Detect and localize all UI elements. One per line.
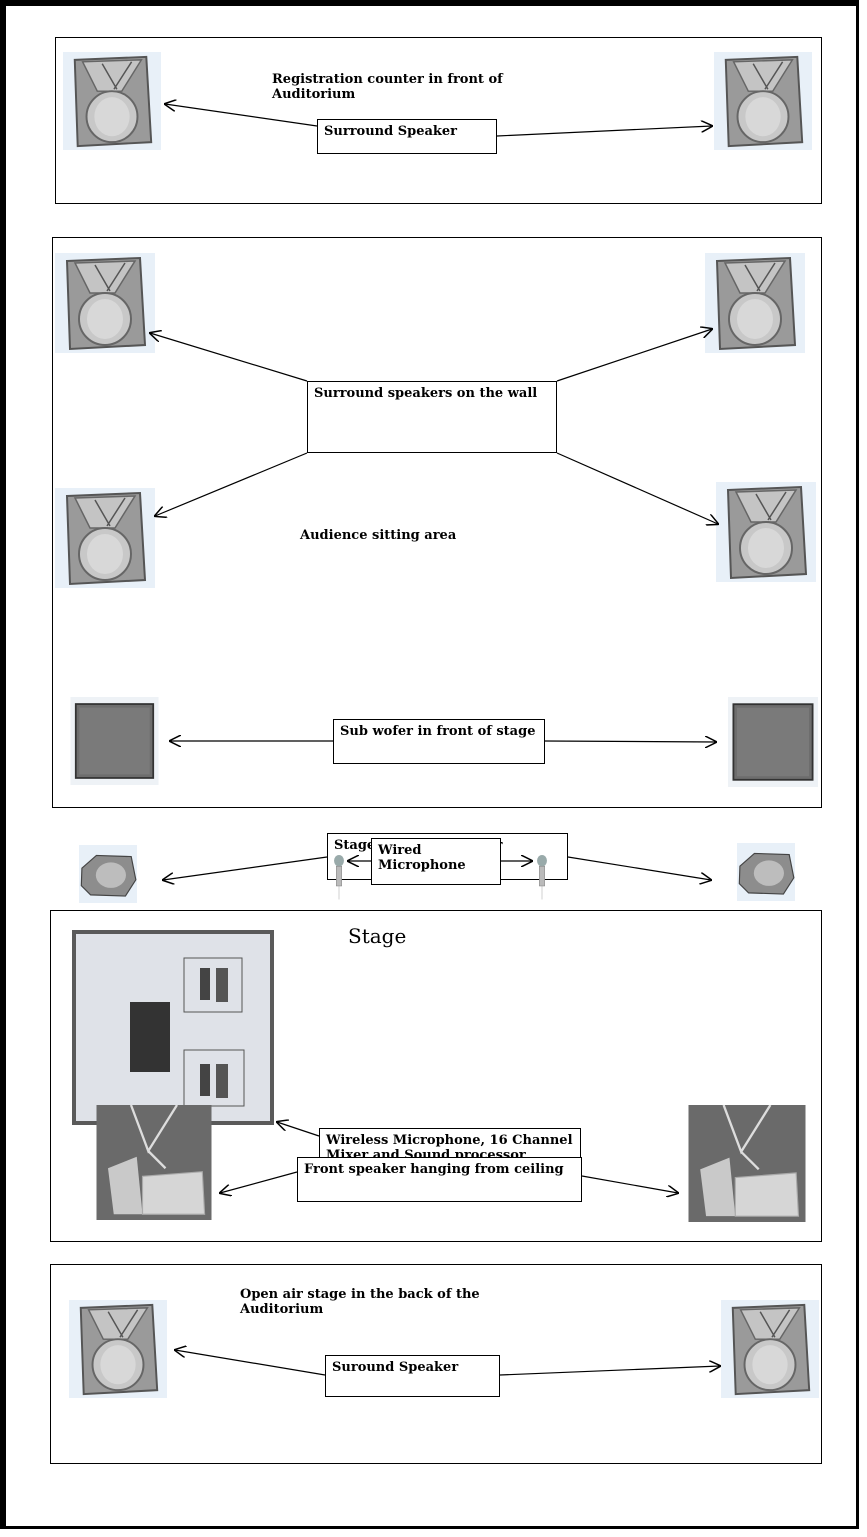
mixer-icon [72, 930, 274, 1125]
surround-speaker-icon [55, 253, 155, 353]
hanging-speaker-icon [677, 1105, 817, 1222]
subwoofer-box: Sub wofer in front of stage [333, 719, 545, 764]
surround-speaker-icon [716, 482, 816, 582]
wall-speaker-box: Surround speakers on the wall [307, 381, 557, 453]
stage-title: Stage [348, 924, 407, 948]
audience-area-label: Audience sitting area [300, 528, 457, 543]
subwoofer-icon [718, 697, 828, 787]
surround-speaker-icon [68, 1300, 168, 1398]
microphone-icon [533, 832, 551, 922]
stage-monitor-icon [53, 845, 163, 903]
stage-monitor-icon [711, 843, 821, 901]
wired-microphone-box: Wired Microphone [371, 838, 501, 885]
registration-title: Registration counter in front of Auditor… [272, 72, 503, 102]
surround-speaker-icon [713, 52, 813, 150]
hanging-speaker-icon [89, 1105, 219, 1220]
surround-speaker-icon [55, 488, 155, 588]
front-speaker-box: Front speaker hanging from ceiling [297, 1157, 582, 1202]
open-air-speaker-box: Suround Speaker [325, 1355, 500, 1397]
surround-speaker-icon [62, 52, 162, 150]
registration-speaker-box: Surround Speaker [317, 119, 497, 154]
surround-speaker-icon [705, 253, 805, 353]
open-air-title: Open air stage in the back of the Audito… [240, 1287, 480, 1317]
microphone-icon [330, 832, 348, 922]
subwoofer-icon [57, 697, 172, 785]
surround-speaker-icon [720, 1300, 820, 1398]
